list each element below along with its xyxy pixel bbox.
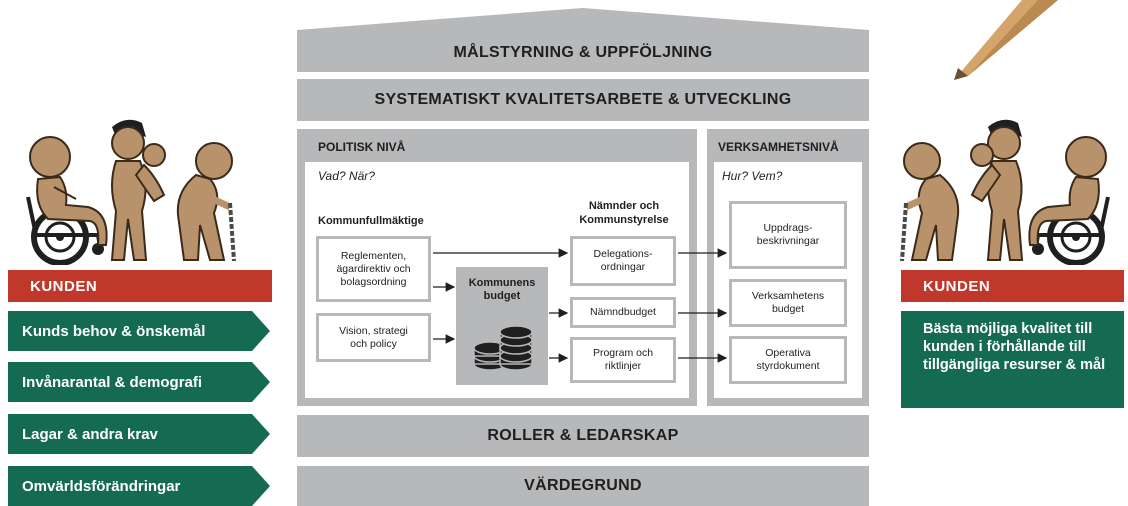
factor-label-3: Lagar & andra krav — [22, 425, 158, 443]
factor-label-4: Omvärldsförändringar — [22, 477, 181, 495]
verksamhet-question: Hur? Vem? — [722, 169, 783, 183]
namnder-label: Nämnder och Kommunstyrelse — [579, 200, 669, 226]
factor-label-1: Kunds behov & önskemål — [22, 322, 206, 340]
factor-label-2: Invånarantal & demografi — [22, 373, 203, 391]
coin-stack-icon — [473, 325, 533, 371]
politisk-niva-title: POLITISK NIVÅ — [318, 140, 406, 154]
verksamhetsniva-title: VERKSAMHETSNIVÅ — [718, 140, 839, 154]
roof — [297, 8, 869, 72]
elderly-with-cane-icon — [176, 142, 236, 262]
mother-with-child-icon — [110, 119, 166, 261]
kommunens-budget-label: Kommunens budget — [468, 277, 536, 302]
pencil-icon — [954, 0, 1058, 80]
reglementen-box: Reglementen, ägardirektiv och bolagsordn… — [316, 236, 431, 302]
politisk-question: Vad? När? — [318, 169, 375, 183]
roller-bar: ROLLER & LEDARSKAP — [297, 415, 869, 457]
result-box: Bästa möjliga kvalitet till kunden i för… — [901, 311, 1124, 408]
wheelchair-person-icon — [1028, 136, 1110, 265]
vision-box: Vision, strategi och policy — [316, 313, 431, 362]
kommunfullmaktige-label: Kommunfullmäktige — [318, 215, 424, 227]
factor-arrow-4: Omvärldsförändringar — [8, 466, 270, 506]
verksamhetens-budget-box: Verksamhetens budget — [729, 279, 847, 327]
operativa-styrdokument-box: Operativa styrdokument — [729, 336, 847, 384]
elderly-with-cane-icon — [900, 142, 960, 262]
program-box: Program och riktlinjer — [570, 337, 676, 383]
uppdragsbeskrivningar-box: Uppdrags- beskrivningar — [729, 201, 847, 269]
kunden-left-label: KUNDEN — [8, 270, 272, 302]
roof-label: MÅLSTYRNING & UPPFÖLJNING — [453, 44, 713, 61]
factor-arrow-1: Kunds behov & önskemål — [8, 311, 270, 351]
factor-arrow-2: Invånarantal & demografi — [8, 362, 270, 402]
namndbudget-box: Nämndbudget — [570, 297, 676, 328]
wheelchair-person-icon — [26, 136, 108, 265]
delegationsordningar-box: Delegations- ordningar — [570, 236, 676, 286]
people-left-illustration — [26, 119, 236, 265]
people-right-illustration — [900, 119, 1110, 265]
mother-with-child-icon — [970, 119, 1024, 261]
kunden-right-label: KUNDEN — [901, 270, 1124, 302]
vardegrund-bar: VÄRDEGRUND — [297, 466, 869, 506]
factor-arrow-3: Lagar & andra krav — [8, 414, 270, 454]
quality-bar: SYSTEMATISKT KVALITETSARBETE & UTVECKLIN… — [297, 79, 869, 121]
